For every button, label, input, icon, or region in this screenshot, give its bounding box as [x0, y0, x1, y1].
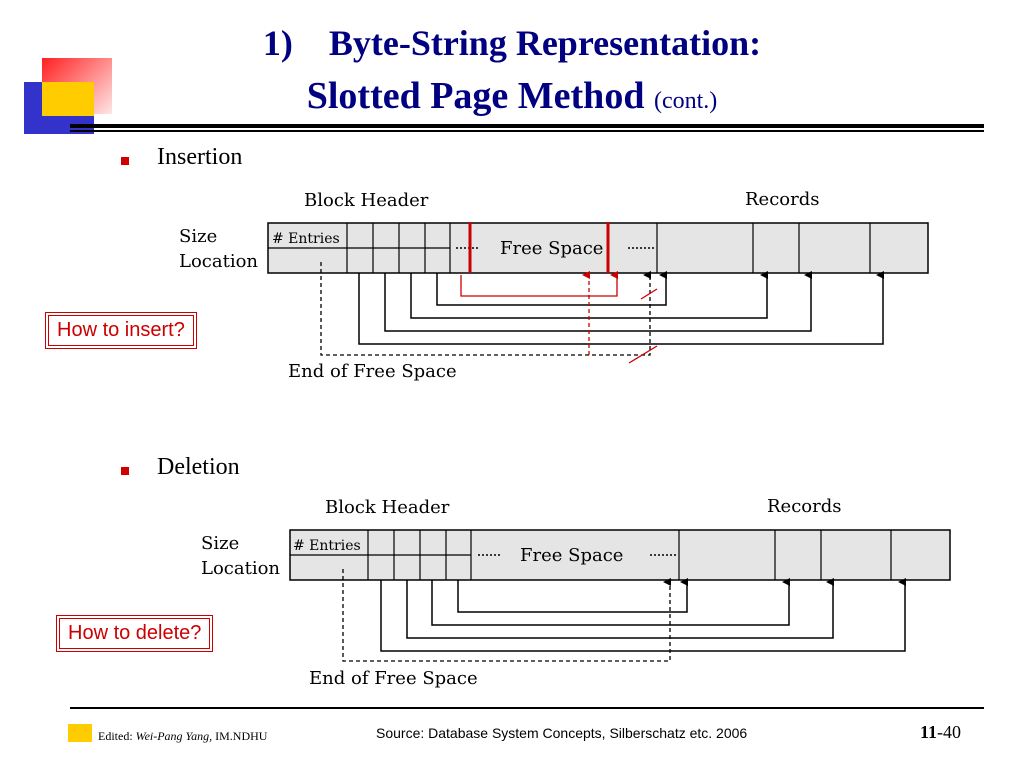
free-space-label: Free Space: [500, 238, 603, 259]
chapter-number: 11: [920, 722, 938, 742]
entries-label: # Entries: [293, 538, 361, 554]
size-label: Size: [201, 533, 239, 554]
footer-credit: Edited: Wei-Pang Yang, IM.NDHU: [98, 729, 267, 744]
how-to-insert-box: How to insert?: [45, 312, 197, 349]
footer-org: IM.NDHU: [212, 729, 268, 743]
footer-source: Source: Database System Concepts, Silber…: [376, 725, 748, 741]
size-label: Size: [179, 226, 217, 247]
entries-label: # Entries: [272, 231, 340, 247]
block-header-label: Block Header: [325, 497, 450, 518]
bullet-marker-insertion: [121, 157, 129, 165]
location-label: Location: [201, 558, 280, 579]
location-label: Location: [179, 251, 258, 272]
page-number: 11-40: [920, 722, 961, 743]
logo-yellow-square: [42, 82, 94, 116]
bullet-marker-deletion: [121, 467, 129, 475]
insertion-diagram: Block Header Records Size Location # Ent…: [179, 189, 929, 382]
records-label: Records: [745, 189, 820, 210]
records-label: Records: [767, 496, 842, 517]
deletion-diagram: Block Header Records Size Location # Ent…: [201, 496, 951, 689]
title-rule-thin: [70, 130, 984, 132]
slide-title-main: Slotted Page Method: [306, 75, 645, 117]
free-space-label: Free Space: [520, 545, 623, 566]
footer-rule: [70, 707, 984, 709]
slide-title-suffix: (cont.): [653, 88, 718, 114]
end-of-free-space-label: End of Free Space: [288, 361, 457, 382]
block-header-label: Block Header: [304, 190, 429, 211]
slide-number: -40: [937, 722, 962, 742]
bullet-deletion: Deletion: [157, 454, 240, 480]
footer-edited-prefix: Edited:: [98, 729, 136, 743]
how-to-delete-box: How to delete?: [55, 615, 214, 652]
footer-author: Wei-Pang Yang,: [135, 729, 213, 743]
footer-logo-square: [68, 724, 92, 742]
slide-title-line2: Slotted Page Method (cont.): [0, 74, 1024, 118]
title-rule-thick: [70, 124, 984, 128]
slide-title-line1: 1) Byte-String Representation:: [262, 23, 762, 63]
end-of-free-space-label: End of Free Space: [309, 668, 478, 689]
bullet-insertion: Insertion: [157, 144, 243, 170]
